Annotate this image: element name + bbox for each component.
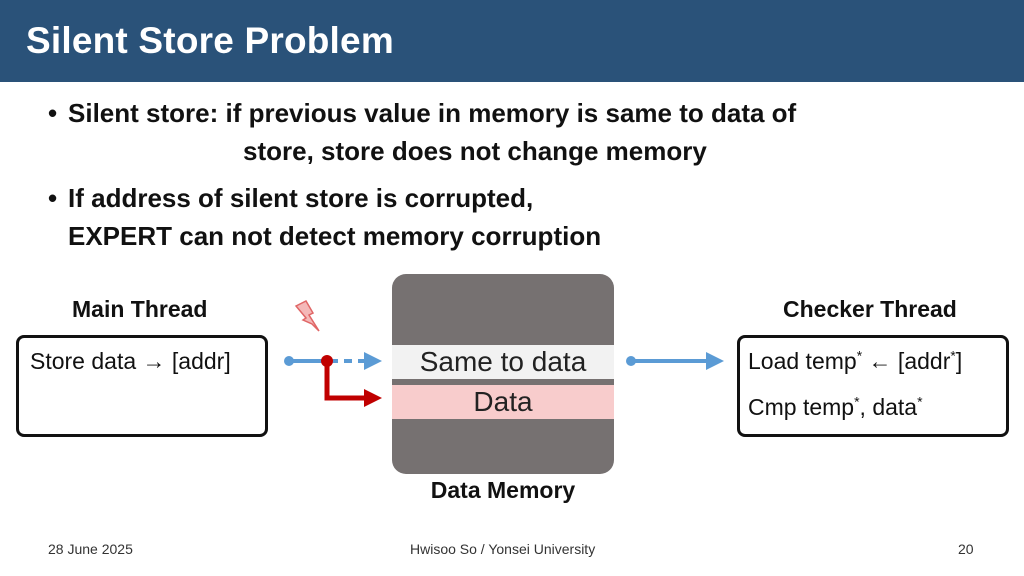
footer-author: Hwisoo So / Yonsei University <box>410 541 596 557</box>
cmp-instruction: Cmp temp*, data* <box>748 393 923 420</box>
main-thread-box: Store data → [addr] <box>16 335 268 437</box>
lightning-fault-icon <box>294 300 320 332</box>
footer-date: 28 June 2025 <box>48 541 133 557</box>
load-instruction: Load temp* ← [addr*] <box>748 347 963 374</box>
main-thread-label: Main Thread <box>72 296 208 322</box>
bullet-1-line-1: Silent store: if previous value in memor… <box>68 98 797 128</box>
bullet-dot: • <box>48 183 58 213</box>
bullet-2: • If address of silent store is corrupte… <box>48 179 534 217</box>
corrupted-store-arrow <box>321 355 382 407</box>
data-memory-label: Data Memory <box>430 477 576 503</box>
bullet-1-line-2: store, store does not change memory <box>243 136 707 166</box>
bullet-dot: • <box>48 98 58 128</box>
checker-load-arrow <box>626 352 724 370</box>
checker-thread-label: Checker Thread <box>783 296 957 322</box>
bullet-2-line-1: If address of silent store is corrupted, <box>68 183 534 213</box>
memory-row-same-to-data: Same to data <box>392 345 614 379</box>
checker-thread-box: Load temp* ← [addr*] Cmp temp*, data* <box>737 335 1009 437</box>
bullet-1: • Silent store: if previous value in mem… <box>48 94 797 132</box>
data-memory-block: Same to data Data <box>392 274 614 474</box>
footer-page-number: 20 <box>958 541 974 557</box>
title-bar: Silent Store Problem <box>0 0 1024 82</box>
intended-store-arrow <box>284 352 382 370</box>
store-instruction: Store data → [addr] <box>30 348 231 374</box>
bullet-2-line-2: EXPERT can not detect memory corruption <box>68 221 602 251</box>
memory-row-data: Data <box>392 385 614 419</box>
slide-title: Silent Store Problem <box>26 20 394 61</box>
